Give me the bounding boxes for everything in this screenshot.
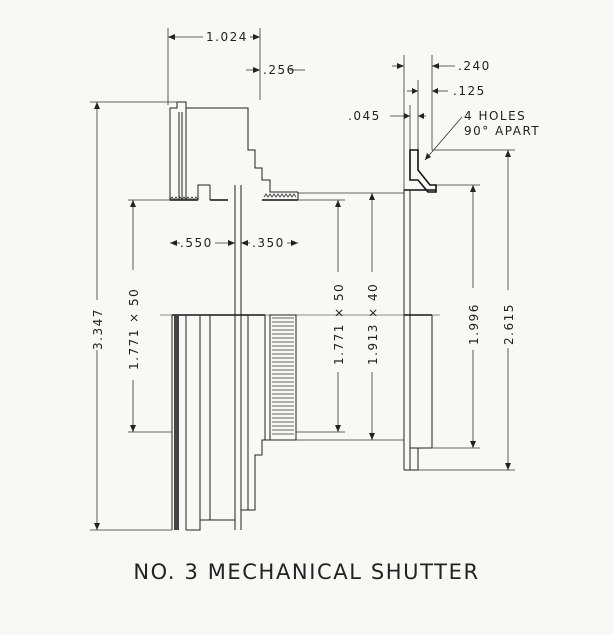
dim-1771-left-label: 1.771 × 50 [127, 288, 141, 370]
thread-lines [272, 317, 294, 435]
dim-1771-left: 1.771 × 50 [127, 199, 172, 433]
dim-1913: 1.913 × 40 [296, 192, 404, 441]
holes-note: 4 HOLES 90° APART [424, 109, 540, 161]
dim-045: .045 [348, 105, 426, 150]
shutter-body [169, 101, 299, 531]
dim-2615: 2.615 [418, 149, 516, 471]
dim-350-label: .350 [252, 236, 285, 250]
dim-3347-label: 3.347 [91, 308, 105, 350]
dim-1996-label: 1.996 [467, 303, 481, 345]
dim-125-label: .125 [453, 84, 486, 98]
dim-350: .350 [241, 236, 298, 250]
dim-125: .125 [407, 80, 486, 150]
dim-045-label: .045 [348, 109, 381, 123]
dim-256-label: .256 [263, 63, 296, 77]
dim-550: .550 [170, 236, 235, 250]
dim-3347: 3.347 [90, 101, 177, 531]
holes-note-line1: 4 HOLES [464, 109, 526, 123]
dim-240: .240 [392, 55, 491, 190]
dim-1771-right-label: 1.771 × 50 [332, 283, 346, 365]
dim-1024: 1.024 [167, 28, 261, 105]
dim-1913-label: 1.913 × 40 [366, 283, 380, 365]
dim-2615-label: 2.615 [502, 303, 516, 345]
dim-550-label: .550 [180, 236, 213, 250]
dim-240-label: .240 [458, 59, 491, 73]
dim-256: .256 [246, 60, 305, 100]
dim-1024-label: 1.024 [206, 30, 248, 44]
dim-1996: 1.996 [432, 184, 481, 449]
dim-1771-right: 1.771 × 50 [296, 199, 346, 433]
mounting-ring [403, 149, 437, 471]
drawing-title: NO. 3 MECHANICAL SHUTTER [133, 560, 480, 584]
holes-note-line2: 90° APART [464, 124, 540, 138]
